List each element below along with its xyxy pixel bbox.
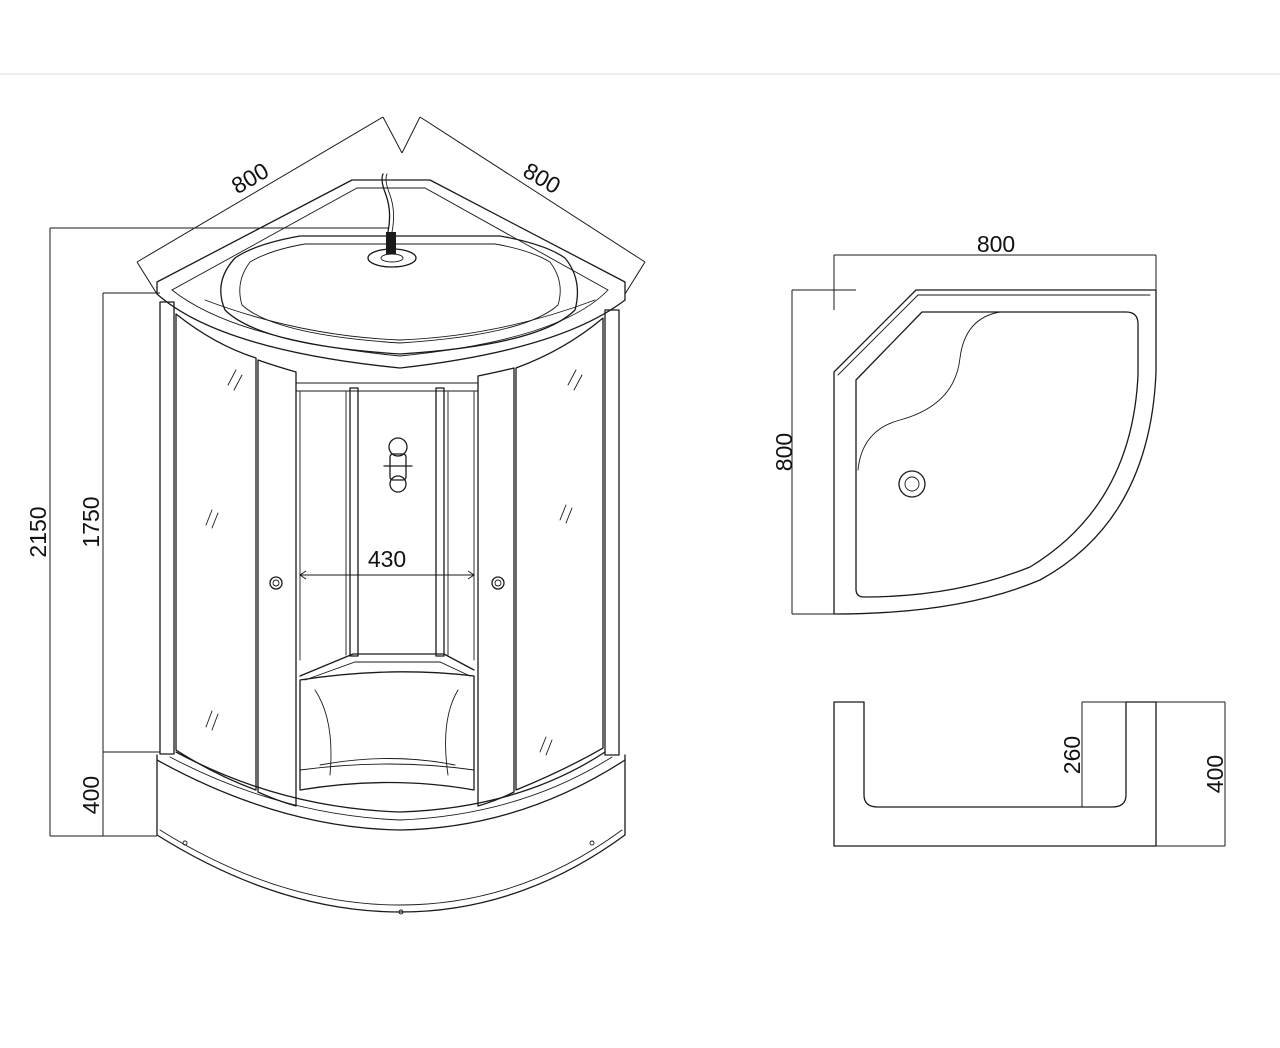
plan-outline — [833, 289, 1157, 615]
seat-top-2 — [304, 661, 471, 681]
door-bottom-rail — [175, 751, 606, 813]
right-sliding-door — [477, 367, 515, 807]
roof-dome-lip — [204, 299, 596, 341]
dim-section-height: 400 — [1202, 755, 1228, 793]
back-wall-right-rail — [435, 387, 445, 657]
tray-section-view — [833, 701, 1157, 847]
dim-section-inner-depth: 260 — [1059, 736, 1085, 774]
plan-view-dimensions — [791, 254, 1157, 615]
shower-hose-2 — [385, 173, 395, 233]
seat-outline — [299, 671, 475, 791]
mixer-body — [389, 453, 407, 481]
tray-screw-left — [182, 840, 188, 846]
left-door-knob — [269, 576, 283, 590]
plan-inner-rim — [837, 294, 1151, 376]
dim-front-depth-right: 800 — [519, 157, 565, 199]
rain-shower-head-inner — [380, 253, 404, 263]
seat-top — [299, 653, 475, 677]
door-bottom-rail-2 — [169, 756, 613, 821]
tray-top-edge — [156, 759, 626, 831]
dim-tray-height: 400 — [78, 776, 104, 814]
section-outline — [833, 701, 1157, 847]
dim-plan-depth: 800 — [771, 433, 797, 471]
front-view — [156, 173, 626, 915]
dim-front-depth-left: 800 — [227, 157, 273, 199]
tray-outline — [156, 754, 626, 913]
tray-screw-center — [398, 909, 404, 915]
dim-door-opening: 430 — [368, 546, 406, 572]
shower-connector — [386, 232, 396, 254]
seat-recess-2 — [299, 763, 475, 771]
roof-inner-rim — [171, 187, 609, 357]
right-glass-panel — [515, 317, 604, 791]
plan-seat-curve — [857, 311, 1001, 471]
roof-dome-inner — [239, 243, 561, 344]
roof-dome — [220, 235, 579, 355]
dim-total-height: 2150 — [25, 506, 51, 557]
dim-plan-width: 800 — [977, 231, 1015, 257]
left-door-knob-inner — [272, 579, 280, 587]
mixer-knob — [389, 475, 407, 493]
dim-glass-height: 1750 — [78, 496, 104, 547]
left-frame-outer — [159, 301, 175, 755]
seat-recess — [314, 689, 459, 776]
plan-drain-inner — [904, 476, 920, 492]
right-door-knob — [491, 576, 505, 590]
tray-plan-view — [833, 289, 1157, 615]
left-sliding-door — [257, 359, 297, 807]
plan-basin — [855, 311, 1139, 598]
tray-skirt — [159, 829, 623, 906]
plan-drain — [898, 470, 926, 498]
right-frame-outer — [604, 309, 620, 756]
roof-outline — [156, 179, 626, 301]
roof-front-edge — [156, 293, 626, 369]
section-view-dimensions — [1081, 701, 1226, 847]
glass-reflection-marks — [205, 369, 583, 756]
back-wall-left-rail — [349, 387, 359, 657]
right-door-knob-inner — [494, 579, 502, 587]
mixer-handle — [388, 437, 408, 457]
shower-hose — [381, 173, 391, 233]
tray-screw-right — [589, 840, 595, 846]
front-view-dimensions — [49, 116, 646, 837]
